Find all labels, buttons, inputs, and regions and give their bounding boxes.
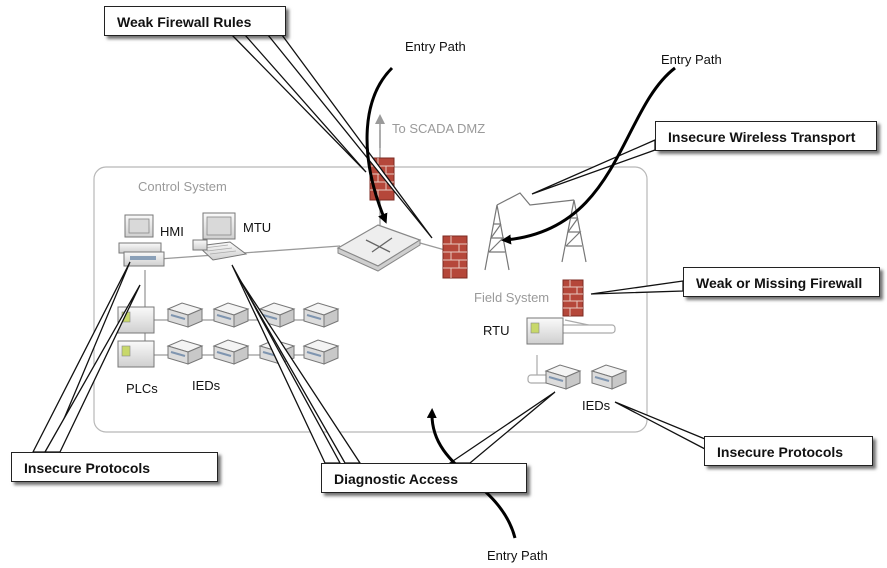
label-to-scada-dmz: To SCADA DMZ (392, 121, 486, 136)
ied-device-control-bottom-1 (166, 339, 204, 365)
firewall-wireless (442, 235, 468, 279)
callout-insecure-protocols-right: Insecure Protocols (704, 436, 873, 466)
label-ieds-field: IEDs (582, 398, 611, 413)
ied-device-control-top-4 (302, 302, 340, 328)
callout-diagnostic-access: Diagnostic Access (321, 463, 527, 493)
label-mtu: MTU (243, 220, 272, 235)
callout-weak-firewall-rules: Weak Firewall Rules (104, 6, 286, 36)
label-plcs: PLCs (126, 381, 158, 396)
firewall-field (562, 279, 584, 317)
label-ieds-control: IEDs (192, 378, 221, 393)
label-entry-path-right: Entry Path (661, 52, 722, 67)
ied-device-field-2 (590, 364, 628, 390)
callout-insecure-wireless-transport: Insecure Wireless Transport (655, 121, 877, 151)
radio-link-bolt (496, 192, 575, 206)
rtu-device (526, 317, 564, 345)
scada-dmz-arrowhead (375, 114, 385, 124)
ied-device-control-bottom-2 (212, 339, 250, 365)
mtu-computer (192, 212, 248, 261)
hmi-computer (118, 214, 165, 267)
network-switch (336, 224, 422, 272)
callout-leaders (31, 34, 706, 464)
ied-device-control-top-1 (166, 302, 204, 328)
label-rtu: RTU (483, 323, 510, 338)
ied-device-field-1 (544, 364, 582, 390)
label-field-system: Field System (474, 290, 550, 305)
entry-path-arrow-top (365, 66, 394, 224)
callout-weak-or-missing-firewall: Weak or Missing Firewall (683, 267, 880, 297)
label-control-system: Control System (138, 179, 227, 194)
ied-device-control-bottom-4 (302, 339, 340, 365)
label-entry-path-bottom: Entry Path (487, 548, 548, 563)
label-hmi: HMI (160, 224, 184, 239)
radio-tower-right (561, 199, 587, 263)
radio-tower-left (484, 204, 510, 271)
plc-device-top (117, 306, 155, 334)
ied-device-control-top-2 (212, 302, 250, 328)
ied-group-field (544, 364, 628, 390)
entry-path-arrow-right (501, 66, 676, 245)
callout-insecure-protocols-left: Insecure Protocols (11, 452, 218, 482)
plc-device-bottom (117, 340, 155, 368)
label-entry-path-top: Entry Path (405, 39, 466, 54)
